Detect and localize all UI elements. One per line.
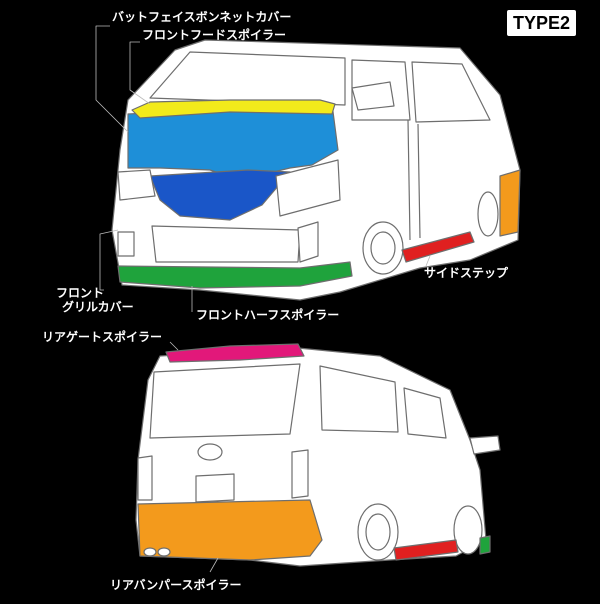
label-front-grill-cover-line2: グリルカバー bbox=[62, 300, 134, 314]
rear-van bbox=[135, 341, 501, 573]
label-front-hood-spoiler: フロントフードスポイラー bbox=[142, 28, 287, 42]
front-fog-left bbox=[117, 231, 135, 257]
label-rear-gate-spoiler: リアゲートスポイラー bbox=[42, 330, 163, 344]
label-front-half-spoiler: フロントハーフスポイラー bbox=[196, 308, 340, 322]
label-side-step: サイドステップ bbox=[424, 266, 509, 280]
rear-window bbox=[149, 363, 301, 439]
leader-grill bbox=[99, 229, 119, 291]
rear-wheel-rear-hub bbox=[365, 513, 391, 551]
rear-tail-right bbox=[291, 449, 309, 499]
leader-step bbox=[425, 255, 431, 267]
rear-side-window-2 bbox=[403, 387, 447, 439]
rear-emblem bbox=[197, 443, 223, 461]
rear-exhaust-1 bbox=[143, 547, 157, 557]
front-wheel-front-hub bbox=[370, 231, 396, 265]
rear-exhaust-2 bbox=[157, 547, 171, 557]
label-rear-bumper-spoiler: リアバンパースポイラー bbox=[110, 578, 242, 592]
leader-hood bbox=[129, 41, 151, 105]
rear-plate bbox=[195, 473, 235, 503]
front-view-rear-bumper-part bbox=[499, 169, 521, 237]
leader-rear-bumper bbox=[209, 557, 219, 573]
front-half-spoiler-part bbox=[117, 261, 353, 289]
side-step-part bbox=[401, 231, 475, 263]
front-door-line bbox=[407, 119, 421, 241]
rear-tail-left bbox=[137, 455, 153, 501]
front-hood-spoiler-part bbox=[131, 99, 336, 119]
front-lower-grill bbox=[151, 225, 301, 263]
front-headlight-right bbox=[275, 159, 341, 217]
rear-side-step-part bbox=[393, 539, 459, 561]
label-front-grill-cover-line1: フロント bbox=[56, 286, 105, 300]
front-van bbox=[95, 25, 521, 312]
rear-view-front-spoiler-part bbox=[479, 535, 491, 555]
leader-rear-gate bbox=[169, 341, 179, 351]
rear-side-window bbox=[319, 365, 399, 433]
leader-bonnet bbox=[95, 25, 129, 133]
rear-gate-spoiler-part bbox=[165, 343, 305, 363]
front-wheel-rear bbox=[477, 191, 499, 237]
front-fog-right bbox=[297, 221, 319, 263]
rear-bumper-spoiler-part bbox=[137, 499, 323, 561]
front-rear-window bbox=[411, 61, 491, 123]
label-bonnet-cover: バットフェイスボンネットカバー bbox=[112, 10, 292, 24]
front-headlight-left bbox=[117, 169, 156, 201]
grill-cover-part bbox=[149, 169, 291, 221]
type-badge: TYPE2 bbox=[506, 10, 576, 36]
front-mirror bbox=[351, 81, 395, 111]
rear-wheel-front bbox=[453, 505, 483, 555]
rear-mirror bbox=[469, 435, 501, 455]
